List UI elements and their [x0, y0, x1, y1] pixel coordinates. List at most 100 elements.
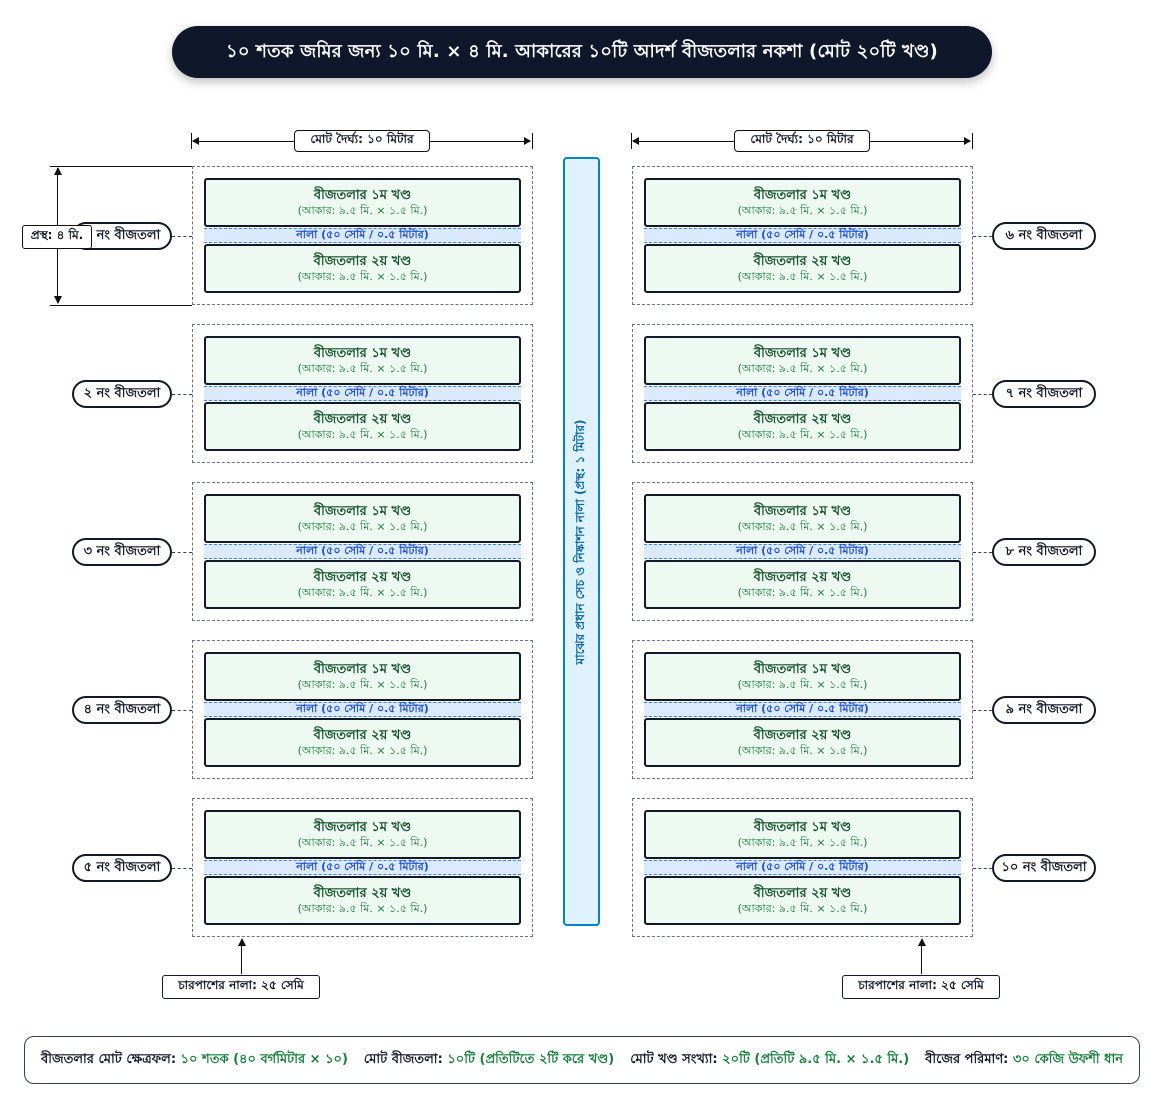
seedbed-section-2: বীজতলার ২য় খণ্ড(আকার: ৯.৫ মি. × ১.৫ মি.… [204, 560, 521, 609]
seedbed-section-1: বীজতলার ১ম খণ্ড(আকার: ৯.৫ মি. × ১.৫ মি.) [644, 336, 961, 385]
summary-bar: বীজতলার মোট ক্ষেত্রফল: ১০ শতক (৪০ বর্গমি… [24, 1036, 1140, 1084]
seedbed-section-1: বীজতলার ১ম খণ্ড(আকার: ৯.৫ মি. × ১.৫ মি.) [644, 652, 961, 701]
seedbed-section-1: বীজতলার ১ম খণ্ড(আকার: ৯.৫ মি. × ১.৫ মি.) [204, 178, 521, 227]
section-title: বীজতলার ২য় খণ্ড [753, 569, 852, 585]
section-title: বীজতলার ২য় খণ্ড [753, 253, 852, 269]
seedbed-5: বীজতলার ১ম খণ্ড(আকার: ৯.৫ মি. × ১.৫ মি.)… [192, 798, 533, 937]
bed-label-connector [973, 552, 992, 553]
seedbed-section-2: বীজতলার ২য় খণ্ড(আকার: ৯.৫ মি. × ১.৫ মি.… [644, 876, 961, 925]
seedbed-section-1: বীজতলার ১ম খণ্ড(আকার: ৯.৫ মি. × ১.৫ মি.) [204, 652, 521, 701]
right-length-label: মোট দৈর্ঘ্য: ১০ মিটার [734, 130, 870, 152]
section-title: বীজতলার ১ম খণ্ড [313, 345, 412, 361]
seedbed-4: বীজতলার ১ম খণ্ড(আকার: ৯.৫ মি. × ১.৫ মি.)… [192, 640, 533, 779]
seedbed-section-2: বীজতলার ২য় খণ্ড(আকার: ৯.৫ মি. × ১.৫ মি.… [644, 244, 961, 293]
bed-label-4: ৪ নং বীজতলা [72, 696, 172, 724]
section-size: (আকার: ৯.৫ মি. × ১.৫ মি.) [737, 901, 868, 915]
seedbed-2: বীজতলার ১ম খণ্ড(আকার: ৯.৫ মি. × ১.৫ মি.)… [192, 324, 533, 463]
bed-label-connector [973, 868, 992, 869]
section-title: বীজতলার ১ম খণ্ড [313, 661, 412, 677]
section-title: বীজতলার ১ম খণ্ড [753, 503, 852, 519]
bed-label-2: ২ নং বীজতলা [72, 380, 172, 408]
main-drain: মাঝের প্রধান সেচ ও নিষ্কাশন নালা (প্রস্থ… [563, 157, 600, 926]
left-length-label: মোট দৈর্ঘ্য: ১০ মিটার [294, 130, 430, 152]
seedbed-section-2: বীজতলার ২য় খণ্ড(আকার: ৯.৫ মি. × ১.৫ মি.… [204, 402, 521, 451]
section-title: বীজতলার ১ম খণ্ড [313, 819, 412, 835]
seedbed-section-1: বীজতলার ১ম খণ্ড(আকার: ৯.৫ মি. × ১.৫ মি.) [204, 494, 521, 543]
seedbed-section-1: বীজতলার ১ম খণ্ড(আকার: ৯.৫ মি. × ১.৫ মি.) [644, 494, 961, 543]
bed-label-6: ৬ নং বীজতলা [992, 222, 1096, 250]
seedbed-7: বীজতলার ১ম খণ্ড(আকার: ৯.৫ মি. × ১.৫ মি.)… [632, 324, 973, 463]
left-perimeter-pointer [241, 940, 242, 974]
seedbed-section-1: বীজতলার ১ম খণ্ড(আকার: ৯.৫ মি. × ১.৫ মি.) [644, 178, 961, 227]
section-size: (আকার: ৯.৫ মি. × ১.৫ মি.) [297, 203, 428, 217]
section-size: (আকার: ৯.৫ মি. × ১.৫ মি.) [737, 269, 868, 283]
seedbed-6: বীজতলার ১ম খণ্ড(আকার: ৯.৫ মি. × ১.৫ মি.)… [632, 166, 973, 305]
seedbed-section-2: বীজতলার ২য় খণ্ড(আকার: ৯.৫ মি. × ১.৫ মি.… [204, 718, 521, 767]
bed-label-connector [172, 868, 192, 869]
seedbed-section-2: বীজতলার ২য় খণ্ড(আকার: ৯.৫ মি. × ১.৫ মি.… [644, 560, 961, 609]
section-title: বীজতলার ১ম খণ্ড [313, 503, 412, 519]
section-size: (আকার: ৯.৫ মি. × ১.৫ মি.) [297, 585, 428, 599]
section-size: (আকার: ৯.৫ মি. × ১.৫ মি.) [737, 835, 868, 849]
seedbed-9: বীজতলার ১ম খণ্ড(আকার: ৯.৫ মি. × ১.৫ মি.)… [632, 640, 973, 779]
seedbed-1: বীজতলার ১ম খণ্ড(আকার: ৯.৫ মি. × ১.৫ মি.)… [192, 166, 533, 305]
section-size: (আকার: ৯.৫ মি. × ১.৫ মি.) [737, 203, 868, 217]
right-perimeter-pointer [921, 940, 922, 974]
section-title: বীজতলার ২য় খণ্ড [313, 569, 412, 585]
section-title: বীজতলার ২য় খণ্ড [313, 411, 412, 427]
inner-channel: নালা (৫০ সেমি / ০.৫ মিটার) [644, 860, 961, 875]
seedbed-section-2: বীজতলার ২য় খণ্ড(আকার: ৯.৫ মি. × ১.৫ মি.… [644, 402, 961, 451]
summary-sections: মোট খণ্ড সংখ্যা: ২০টি (প্রতিটি ৯.৫ মি. ×… [630, 1051, 910, 1067]
bed-label-9: ৯ নং বীজতলা [992, 696, 1096, 724]
bed-label-5: ৫ নং বীজতলা [72, 854, 172, 882]
section-title: বীজতলার ২য় খণ্ড [753, 411, 852, 427]
seedbed-section-2: বীজতলার ২য় খণ্ড(আকার: ৯.৫ মি. × ১.৫ মি.… [644, 718, 961, 767]
bed-label-8: ৮ নং বীজতলা [992, 538, 1096, 566]
seedbed-section-1: বীজতলার ১ম খণ্ড(আকার: ৯.৫ মি. × ১.৫ মি.) [204, 336, 521, 385]
inner-channel: নালা (৫০ সেমি / ০.৫ মিটার) [204, 228, 521, 243]
section-size: (আকার: ৯.৫ মি. × ১.৫ মি.) [297, 901, 428, 915]
inner-channel: নালা (৫০ সেমি / ০.৫ মিটার) [204, 702, 521, 717]
section-size: (আকার: ৯.৫ মি. × ১.৫ মি.) [297, 361, 428, 375]
bed-label-connector [172, 552, 192, 553]
section-size: (আকার: ৯.৫ মি. × ১.৫ মি.) [737, 427, 868, 441]
diagram-title: ১০ শতক জমির জন্য ১০ মি. × ৪ মি. আকারের ১… [172, 26, 992, 78]
section-title: বীজতলার ২য় খণ্ড [313, 727, 412, 743]
section-title: বীজতলার ১ম খণ্ড [753, 345, 852, 361]
section-title: বীজতলার ১ম খণ্ড [753, 187, 852, 203]
section-size: (আকার: ৯.৫ মি. × ১.৫ মি.) [297, 835, 428, 849]
section-title: বীজতলার ২য় খণ্ড [753, 885, 852, 901]
inner-channel: নালা (৫০ সেমি / ০.৫ মিটার) [644, 228, 961, 243]
seedbed-section-2: বীজতলার ২য় খণ্ড(আকার: ৯.৫ মি. × ১.৫ মি.… [204, 244, 521, 293]
section-size: (আকার: ৯.৫ মি. × ১.৫ মি.) [737, 677, 868, 691]
bed-label-connector [973, 710, 992, 711]
section-title: বীজতলার ২য় খণ্ড [313, 885, 412, 901]
inner-channel: নালা (৫০ সেমি / ০.৫ মিটার) [644, 544, 961, 559]
bed-label-connector [172, 236, 192, 237]
main-drain-label: মাঝের প্রধান সেচ ও নিষ্কাশন নালা (প্রস্থ… [572, 418, 587, 665]
section-size: (আকার: ৯.৫ মি. × ১.৫ মি.) [297, 519, 428, 533]
section-title: বীজতলার ১ম খণ্ড [753, 819, 852, 835]
section-title: বীজতলার ২য় খণ্ড [313, 253, 412, 269]
summary-area: বীজতলার মোট ক্ষেত্রফল: ১০ শতক (৪০ বর্গমি… [40, 1051, 348, 1067]
bed-label-connector [973, 394, 992, 395]
width-label: প্রস্থ: ৪ মি. [22, 225, 92, 249]
seedbed-section-2: বীজতলার ২য় খণ্ড(আকার: ৯.৫ মি. × ১.৫ মি.… [204, 876, 521, 925]
inner-channel: নালা (৫০ সেমি / ০.৫ মিটার) [204, 860, 521, 875]
inner-channel: নালা (৫০ সেমি / ০.৫ মিটার) [644, 702, 961, 717]
seedbed-3: বীজতলার ১ম খণ্ড(আকার: ৯.৫ মি. × ১.৫ মি.)… [192, 482, 533, 621]
left-perimeter-label: চারপাশের নালা: ২৫ সেমি [162, 975, 320, 999]
right-perimeter-label: চারপাশের নালা: ২৫ সেমি [842, 975, 1000, 999]
section-title: বীজতলার ১ম খণ্ড [313, 187, 412, 203]
section-size: (আকার: ৯.৫ মি. × ১.৫ মি.) [737, 519, 868, 533]
section-title: বীজতলার ২য় খণ্ড [753, 727, 852, 743]
seedbed-10: বীজতলার ১ম খণ্ড(আকার: ৯.৫ মি. × ১.৫ মি.)… [632, 798, 973, 937]
inner-channel: নালা (৫০ সেমি / ০.৫ মিটার) [204, 544, 521, 559]
inner-channel: নালা (৫০ সেমি / ০.৫ মিটার) [204, 386, 521, 401]
section-size: (আকার: ৯.৫ মি. × ১.৫ মি.) [737, 585, 868, 599]
bed-label-3: ৩ নং বীজতলা [72, 538, 172, 566]
inner-channel: নালা (৫০ সেমি / ০.৫ মিটার) [644, 386, 961, 401]
seedbed-section-1: বীজতলার ১ম খণ্ড(আকার: ৯.৫ মি. × ১.৫ মি.) [204, 810, 521, 859]
section-size: (আকার: ৯.৫ মি. × ১.৫ মি.) [297, 427, 428, 441]
section-size: (আকার: ৯.৫ মি. × ১.৫ মি.) [737, 743, 868, 757]
